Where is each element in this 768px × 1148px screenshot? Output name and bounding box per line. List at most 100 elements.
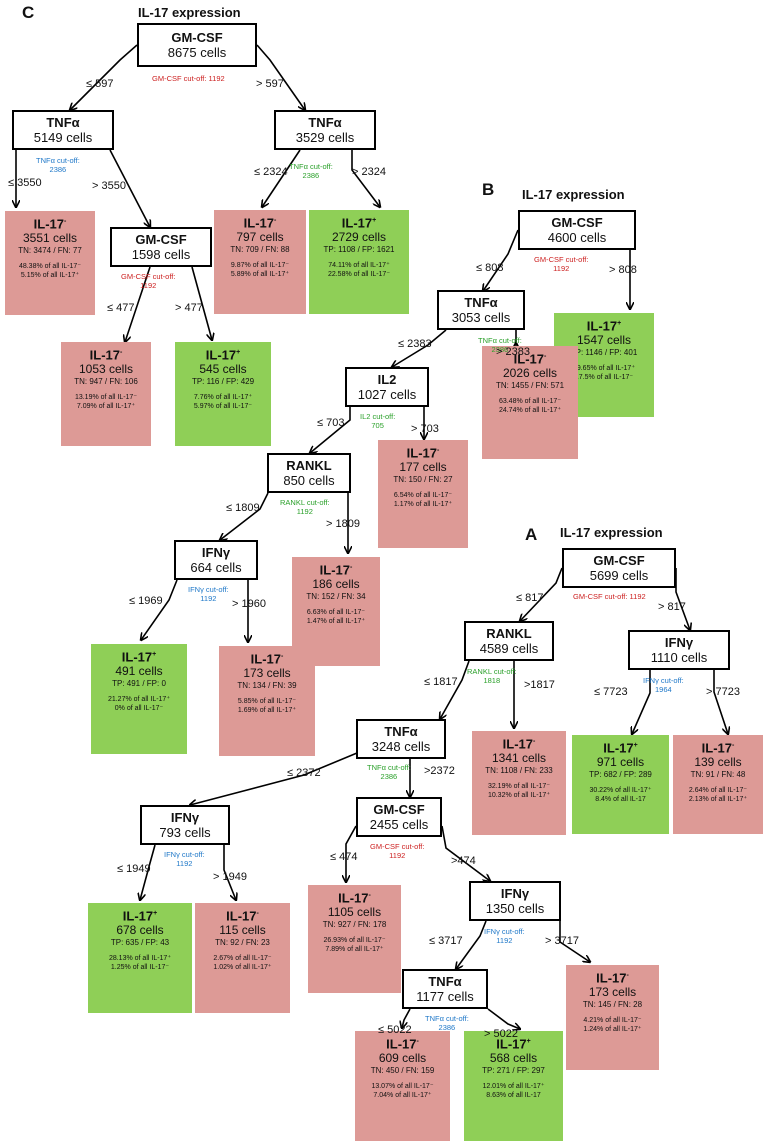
split-node-cells: 4600 cells [547, 230, 607, 245]
tree-edge-arrow [392, 329, 447, 367]
panel-title-b: IL-17 expression [522, 187, 625, 202]
leaf-percent: 26.93% of all IL-17⁻ [323, 937, 386, 945]
leaf-percent: 7.76% of all IL-17⁺ [193, 394, 253, 402]
cutoff-label: GM-CSF cut-off: 1192 [573, 592, 646, 601]
leaf-percent: 17.5% of all IL-17⁻ [574, 374, 634, 382]
branch-condition: ≤ 3717 [429, 935, 463, 947]
leaf-percent: 49.65% of all IL-17⁺ [572, 365, 636, 373]
branch-condition: > 1960 [232, 598, 266, 610]
tree-edge-arrow [141, 579, 178, 640]
tree-edge-arrow [125, 266, 151, 342]
split-node-marker: TNFα [308, 115, 342, 130]
tree-edge-arrow [191, 266, 212, 340]
cutoff-label: IFNγ cut-off:1192 [484, 927, 525, 945]
leaf-confusion: TN: 150 / FN: 27 [393, 475, 453, 485]
panel-title-a: IL-17 expression [560, 525, 663, 540]
cutoff-label: RANKL cut-off:1818 [467, 667, 517, 685]
tree-edge-arrow [223, 845, 236, 900]
leaf-cell-count: 139 cells [694, 755, 742, 770]
leaf-confusion: TP: 491 / FP: 0 [112, 679, 166, 689]
leaf-node-negative: IL-17- 139 cells TN: 91 / FN: 48 2.64% o… [673, 735, 763, 834]
leaf-percent: 63.48% of all IL-17⁻ [498, 398, 562, 406]
panel-letter-b: B [482, 180, 495, 199]
leaf-node-positive: IL-17+ 491 cells TP: 491 / FP: 0 21.27% … [91, 644, 187, 754]
branch-condition: ≤ 808 [476, 262, 504, 274]
leaf-percent: 5.15% of all IL-17⁺ [20, 272, 80, 280]
cutoff-label: GM-CSF cut-off: 1192 [152, 74, 225, 83]
leaf-cell-count: 2026 cells [502, 366, 558, 381]
leaf-percent: 4.21% of all IL-17⁻ [583, 1017, 642, 1025]
branch-condition: >474 [451, 855, 476, 867]
leaf-cell-count: 173 cells [243, 666, 291, 681]
leaf-cell-count: 609 cells [378, 1051, 427, 1066]
leaf-percent: 30.22% of all IL-17⁺ [589, 787, 652, 795]
branch-condition: ≤ 2372 [287, 767, 321, 779]
leaf-class-label: IL-17+ [122, 908, 158, 924]
cutoff-label: IFNγ cut-off:1192 [188, 585, 229, 603]
branch-condition: > 808 [609, 264, 637, 276]
split-node-cells: 8675 cells [167, 45, 227, 60]
leaf-percent: 1.47% of all IL-17⁺ [306, 618, 366, 626]
tree-edge-arrow [483, 229, 519, 291]
leaf-percent: 6.63% of all IL-17⁻ [306, 609, 366, 617]
split-node-cells: 4589 cells [479, 641, 539, 656]
split-node: GM-CSF 1598 cells [110, 227, 212, 267]
split-node-cells: 1350 cells [485, 901, 545, 916]
split-node: IFNγ 1350 cells [469, 881, 561, 921]
leaf-cell-count: 491 cells [115, 664, 163, 679]
leaf-percent: 7.04% of all IL-17⁺ [373, 1092, 432, 1100]
leaf-cell-count: 797 cells [236, 230, 284, 245]
split-node-marker: TNFα [46, 115, 80, 130]
leaf-confusion: TN: 3474 / FN: 77 [18, 246, 82, 256]
leaf-percent: 2.13% of all IL-17⁺ [688, 796, 748, 804]
tree-edge-arrow [441, 825, 490, 881]
leaf-confusion: TP: 116 / FP: 429 [191, 377, 255, 387]
branch-condition: > 3550 [92, 180, 126, 192]
tree-edge-arrow [440, 660, 470, 719]
leaf-confusion: TP: 682 / FP: 289 [589, 770, 652, 780]
leaf-percent: 7.09% of all IL-17⁺ [76, 403, 136, 411]
leaf-node-positive: IL-17+ 545 cells TP: 116 / FP: 429 7.76%… [175, 342, 271, 446]
split-node-marker: TNFα [464, 295, 498, 310]
branch-condition: > 7723 [706, 686, 740, 698]
branch-condition: > 3717 [545, 935, 579, 947]
leaf-node-negative: IL-17- 1105 cells TN: 927 / FN: 178 26.9… [308, 885, 401, 993]
leaf-class-label: IL-17- [502, 736, 536, 752]
split-node-cells: 850 cells [283, 473, 335, 488]
split-node-marker: GM-CSF [373, 802, 425, 817]
tree-edge-arrow [675, 568, 690, 630]
leaf-node-positive: IL-17+ 568 cells TP: 271 / FP: 297 12.01… [464, 1031, 563, 1141]
branch-condition: ≤ 1817 [424, 676, 458, 688]
leaf-class-label: IL-17- [226, 908, 259, 924]
leaf-percent: 1.25% of all IL-17⁻ [110, 964, 170, 972]
split-node: GM-CSF 5699 cells [562, 548, 676, 588]
leaf-class-label: IL-17+ [121, 649, 157, 665]
leaf-confusion: TP: 1108 / FP: 1621 [323, 245, 395, 255]
leaf-cell-count: 3551 cells [22, 231, 78, 246]
split-node-marker: IFNγ [170, 810, 200, 825]
leaf-confusion: TN: 134 / FN: 39 [237, 681, 297, 691]
branch-condition: > 597 [256, 78, 284, 90]
leaf-percent: 5.89% of all IL-17⁺ [230, 271, 290, 279]
tree-edge-arrow [346, 825, 357, 882]
split-node-cells: 1110 cells [650, 650, 708, 665]
leaf-confusion: TN: 152 / FN: 34 [306, 592, 366, 602]
leaf-percent: 28.13% of all IL-17⁺ [108, 955, 172, 963]
leaf-cell-count: 1341 cells [491, 751, 547, 766]
branch-condition: > 2324 [352, 166, 386, 178]
tree-edge-arrow [559, 921, 590, 962]
leaf-percent: 8.4% of all IL-17 [595, 796, 646, 804]
leaf-node-positive: IL-17+ 2729 cells TP: 1108 / FP: 1621 74… [309, 210, 409, 314]
leaf-class-label: IL-17- [513, 351, 547, 367]
branch-condition: > 2383 [496, 346, 530, 358]
panel-title-c: IL-17 expression [138, 5, 241, 20]
leaf-percent: 22.58% of all IL-17⁻ [327, 271, 391, 279]
leaf-node-negative: IL-17- 2026 cells TN: 1455 / FN: 571 63.… [482, 346, 578, 459]
leaf-node-negative: IL-17- 1053 cells TN: 947 / FN: 106 13.1… [61, 342, 151, 446]
tree-edge-arrow [632, 670, 651, 734]
cutoff-label: RANKL cut-off:1192 [280, 498, 330, 516]
tree-edge-arrow [713, 670, 728, 734]
split-node-marker: GM-CSF [593, 553, 645, 568]
split-node-cells: 1598 cells [131, 247, 191, 262]
branch-condition: ≤ 474 [330, 851, 358, 863]
